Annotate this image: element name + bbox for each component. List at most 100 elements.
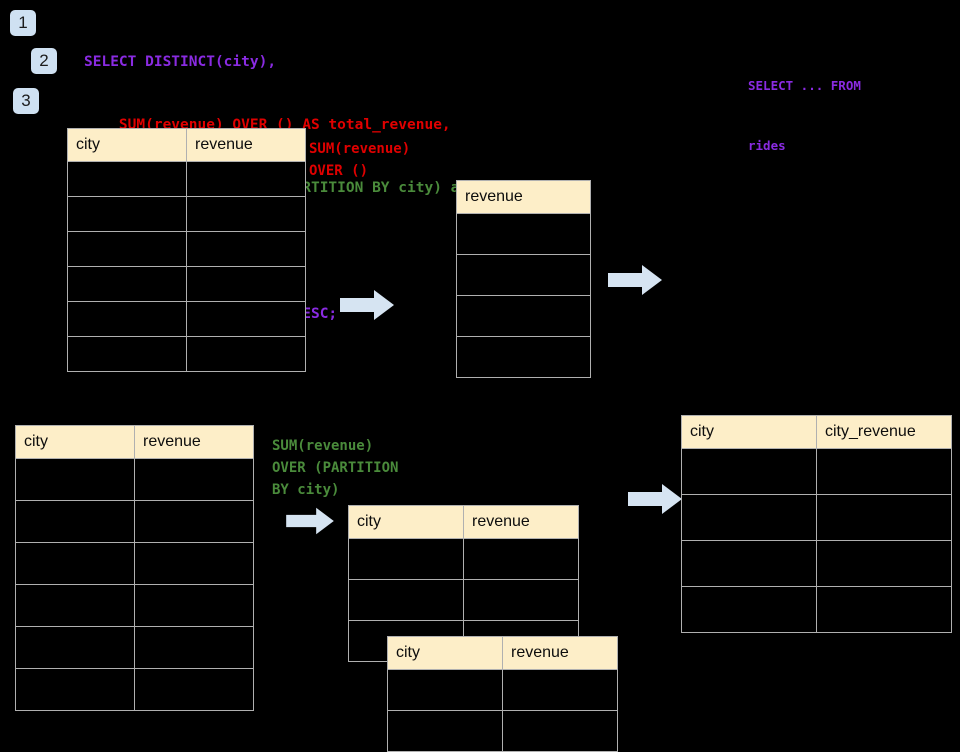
table-cell	[186, 161, 306, 197]
sql-side-label: SELECT ... FROM rides	[748, 36, 861, 196]
table-cell	[387, 669, 503, 711]
partition-group-table-front: city revenue	[387, 636, 618, 752]
arrow-total-to-result	[608, 263, 662, 297]
table-row	[67, 196, 306, 232]
table-row	[67, 161, 306, 197]
table-row	[15, 626, 254, 669]
arrow-right-icon	[286, 507, 334, 535]
rides-source-table-top: city revenue	[67, 128, 306, 372]
table-cell	[186, 266, 306, 302]
table-cell	[186, 336, 306, 372]
table-row	[67, 266, 306, 302]
step-badge-1: 1	[10, 10, 36, 36]
table-row	[67, 301, 306, 337]
sql-line-select: SELECT DISTINCT(city),	[84, 54, 277, 70]
table-cell	[816, 494, 952, 541]
column-header-city: city	[681, 415, 817, 449]
table-cell	[134, 584, 254, 627]
table-row	[681, 586, 952, 633]
table-cell	[15, 542, 135, 585]
diagram-canvas: 1 2 3 SELECT DISTINCT(city), SUM(revenue…	[10, 10, 952, 752]
table-cell	[456, 254, 591, 296]
arrow-right-icon	[340, 290, 394, 320]
column-header-city: city	[348, 505, 464, 539]
annotation-total-revenue: SUM(revenue) OVER ()	[309, 141, 411, 179]
table-cell	[15, 500, 135, 543]
table-cell	[387, 710, 503, 752]
final-result-table: city city_revenue	[681, 415, 952, 633]
column-header-city: city	[15, 425, 135, 459]
table-row	[67, 231, 306, 267]
table-row	[67, 336, 306, 372]
table-row	[681, 494, 952, 541]
table-cell	[186, 231, 306, 267]
table-cell	[816, 586, 952, 633]
table-cell	[67, 231, 187, 267]
table-row	[15, 668, 254, 711]
table-cell	[348, 538, 464, 580]
table-cell	[15, 458, 135, 501]
table-header-row: city revenue	[348, 505, 579, 539]
column-header-revenue: revenue	[502, 636, 618, 670]
table-row	[456, 213, 591, 255]
table-cell	[456, 213, 591, 255]
step-badge-2: 2	[31, 48, 57, 74]
table-cell	[67, 266, 187, 302]
table-cell	[502, 710, 618, 752]
table-cell	[816, 448, 952, 495]
column-header-revenue: revenue	[134, 425, 254, 459]
table-cell	[15, 626, 135, 669]
table-cell	[134, 626, 254, 669]
total-revenue-table: revenue	[456, 180, 591, 378]
annotation-partition-revenue: SUM(revenue) OVER (PARTITION BY city)	[272, 438, 399, 498]
table-cell	[186, 301, 306, 337]
table-row	[15, 500, 254, 543]
arrow-right-icon	[608, 265, 662, 295]
column-header-revenue: revenue	[463, 505, 579, 539]
table-row	[15, 584, 254, 627]
table-row	[456, 254, 591, 296]
table-cell	[463, 579, 579, 621]
arrow-rides-to-total	[340, 288, 394, 322]
table-row	[348, 579, 579, 621]
arrow-right-icon	[628, 484, 682, 514]
table-row	[15, 458, 254, 501]
table-cell	[67, 196, 187, 232]
table-cell	[67, 161, 187, 197]
table-cell	[502, 669, 618, 711]
sql-side-line-1: SELECT ... FROM	[748, 78, 861, 93]
table-cell	[456, 336, 591, 378]
table-header-row: revenue	[456, 180, 591, 214]
rides-source-table-bottom: city revenue	[15, 425, 254, 711]
table-cell	[134, 458, 254, 501]
table-header-row: city revenue	[387, 636, 618, 670]
column-header-revenue: revenue	[186, 128, 306, 162]
table-header-row: city city_revenue	[681, 415, 952, 449]
table-cell	[67, 336, 187, 372]
table-row	[15, 542, 254, 585]
table-row	[387, 710, 618, 752]
table-cell	[134, 668, 254, 711]
step-badge-3: 3	[13, 88, 39, 114]
column-header-city: city	[67, 128, 187, 162]
table-cell	[681, 448, 817, 495]
table-cell	[463, 538, 579, 580]
table-cell	[456, 295, 591, 337]
column-header-revenue: revenue	[456, 180, 591, 214]
column-header-city: city	[387, 636, 503, 670]
table-row	[456, 295, 591, 337]
table-row	[348, 538, 579, 580]
table-cell	[348, 579, 464, 621]
table-cell	[134, 542, 254, 585]
table-cell	[67, 301, 187, 337]
table-cell	[681, 494, 817, 541]
table-header-row: city revenue	[67, 128, 306, 162]
table-cell	[186, 196, 306, 232]
table-row	[387, 669, 618, 711]
column-header-city-revenue: city_revenue	[816, 415, 952, 449]
table-row	[681, 448, 952, 495]
arrow-partition-to-result	[628, 482, 682, 516]
sql-side-line-2: rides	[748, 138, 786, 153]
table-cell	[816, 540, 952, 587]
table-cell	[15, 668, 135, 711]
